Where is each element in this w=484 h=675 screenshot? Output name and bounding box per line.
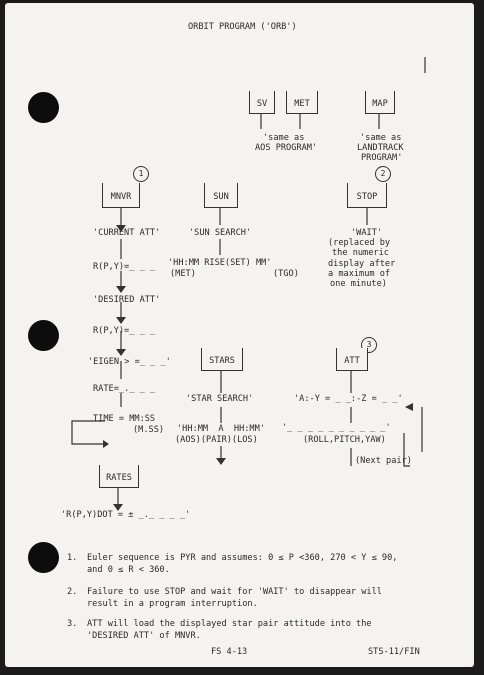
note-text: 'DESIRED ATT' of MNVR.	[87, 631, 201, 641]
att-roll-pitch-yaw: (ROLL,PITCH,YAW)	[303, 435, 386, 445]
wait-note-3: display after	[328, 259, 396, 269]
current-att: 'CURRENT ATT'	[93, 228, 161, 238]
note-text: ATT will load the displayed star pair at…	[87, 619, 372, 629]
mnvr-box: MNVR	[102, 183, 140, 208]
sun-hhmm: 'HH:MM RISE(SET) MM'	[168, 258, 272, 268]
sun-search: 'SUN SEARCH'	[189, 228, 252, 238]
wait-note-1: (replaced by	[328, 238, 391, 248]
att-digits: '_ _ _ _ _ _ _ _ _ _'	[282, 423, 391, 433]
note-text: Failure to use STOP and wait for 'WAIT' …	[87, 587, 382, 597]
att-readout: 'A:-Y = _ _:-Z = _ _'	[294, 394, 403, 404]
same-as-landtrack-line3: PROGRAM'	[361, 153, 403, 163]
time-readout: TIME = MM:SS	[93, 414, 156, 424]
note-number: 3.	[67, 619, 78, 629]
rpy-readout-1: R(P,Y)=_ _ _	[93, 262, 156, 272]
rpy-readout-2: R(P,Y)=_ _ _	[93, 326, 156, 336]
wait-note-5: one minute)	[330, 279, 387, 289]
callout-1: 1	[133, 166, 149, 182]
note-text: and 0 ≤ R < 360.	[87, 565, 170, 575]
time-units: (M.SS)	[133, 425, 165, 435]
rates-readout: 'R(P,Y)DOT = ± _._ _ _ _'	[61, 510, 191, 520]
att-box: ATT	[336, 348, 368, 371]
same-as-landtrack-line2: LANDTRACK	[357, 143, 404, 153]
note-number: 1.	[67, 553, 78, 563]
map-box: MAP	[365, 91, 395, 114]
next-pair: (Next pair)	[355, 456, 412, 466]
star-search: 'STAR SEARCH'	[186, 394, 254, 404]
sun-box: SUN	[204, 183, 238, 208]
page-number: FS 4-13	[211, 647, 248, 657]
stars-box: STARS	[201, 348, 243, 371]
document-id: STS-11/FIN	[368, 647, 420, 657]
document-page: ORBIT PROGRAM ('ORB')	[5, 3, 474, 667]
callout-2: 2	[375, 166, 391, 182]
wait-note-4: a maximum of	[328, 269, 391, 279]
eigen-readout: 'EIGEN > =_ _ _'	[88, 357, 171, 367]
sun-met: (MET)	[170, 269, 196, 279]
binder-hole	[28, 320, 59, 351]
sv-box: SV	[249, 91, 275, 114]
rates-box: RATES	[99, 465, 139, 488]
stop-box: STOP	[347, 183, 387, 208]
flow-lines	[71, 57, 426, 511]
page-title: ORBIT PROGRAM ('ORB')	[188, 22, 297, 32]
wait-note-2: the numeric	[332, 248, 389, 258]
callout-3: 3	[361, 337, 377, 353]
same-as-landtrack-line1: 'same as	[360, 133, 402, 143]
sun-tgo: (TGO)	[273, 269, 299, 279]
stars-aos-pair-los: (AOS)(PAIR)(LOS)	[175, 435, 258, 445]
met-box: MET	[286, 91, 318, 114]
note-text: result in a program interruption.	[87, 599, 258, 609]
same-as-aos-line2: AOS PROGRAM'	[255, 143, 318, 153]
binder-hole	[28, 92, 59, 123]
same-as-aos-line1: 'same as	[263, 133, 305, 143]
stars-hhmm: 'HH:MM A HH:MM'	[177, 424, 265, 434]
wait-label: 'WAIT'	[351, 228, 383, 238]
note-text: Euler sequence is PYR and assumes: 0 ≤ P…	[87, 553, 398, 563]
rate-readout: RATE=_._ _ _	[93, 384, 156, 394]
desired-att: 'DESIRED ATT'	[93, 295, 161, 305]
note-number: 2.	[67, 587, 78, 597]
binder-hole	[28, 542, 59, 573]
